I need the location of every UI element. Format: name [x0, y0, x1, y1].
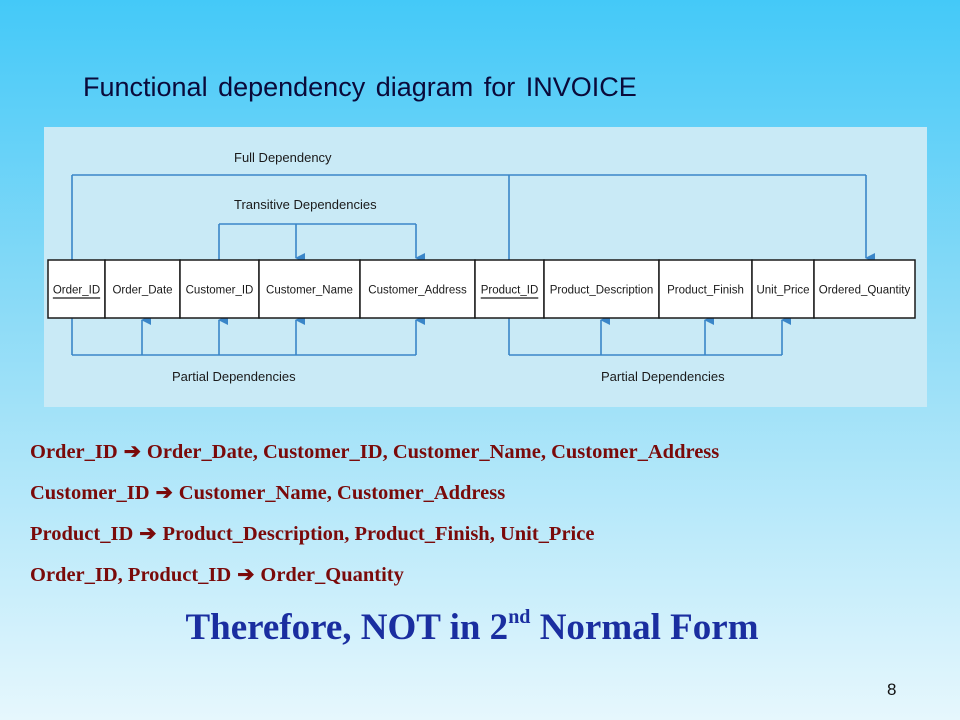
- full-dependency-label: Full Dependency: [234, 150, 332, 165]
- right-arrow-icon: ➔: [139, 523, 157, 545]
- determinant: Customer_ID: [30, 482, 150, 504]
- attribute-label-unit-price: Unit_Price: [756, 285, 809, 297]
- transitive-dependencies-label: Transitive Dependencies: [234, 197, 377, 212]
- conclusion-text-end: Normal Form: [530, 607, 759, 648]
- dependency-line-3: Product_ID➔Product_Description, Product_…: [30, 522, 950, 563]
- attribute-label-product-finish: Product_Finish: [667, 285, 744, 297]
- determinant: Product_ID: [30, 523, 134, 545]
- attribute-cell-product-finish: [658, 259, 753, 319]
- attribute-label-ordered-quantity: Ordered_Quantity: [819, 285, 911, 297]
- dependents: Order_Date, Customer_ID, Customer_Name, …: [146, 441, 720, 463]
- dependents: Customer_Name, Customer_Address: [178, 482, 506, 504]
- attribute-cell-order-date: [104, 259, 181, 319]
- determinant: Order_ID, Product_ID: [30, 564, 232, 586]
- attribute-label-order-id: Order_ID: [53, 285, 100, 297]
- attribute-cell-order-id: [47, 259, 106, 319]
- attribute-label-customer-name: Customer_Name: [266, 285, 353, 297]
- diagram-canvas: Order_ID Order_Date Customer_ID Customer_Na…: [47, 150, 916, 384]
- attribute-cell-ordered-quantity: [813, 259, 916, 319]
- attribute-label-order-date: Order_Date: [112, 285, 172, 297]
- right-arrow-icon: ➔: [155, 482, 173, 504]
- attribute-label-customer-address: Customer_Address: [368, 285, 467, 297]
- partial-dependencies-left-label: Partial Dependencies: [172, 369, 296, 384]
- slide-title: Functional dependency diagram for INVOIC…: [83, 72, 637, 102]
- attribute-cell-product-id: [474, 259, 545, 319]
- page-number: 8: [887, 680, 897, 699]
- attribute-cell-unit-price: [751, 259, 815, 319]
- attribute-label-product-id: Product_ID: [481, 285, 539, 297]
- attribute-cell-customer-id: [179, 259, 260, 319]
- conclusion-superscript: nd: [508, 606, 531, 628]
- determinant: Order_ID: [30, 441, 118, 463]
- right-arrow-icon: ➔: [123, 441, 141, 463]
- dependency-line-2: Customer_ID➔Customer_Name, Customer_Addr…: [30, 481, 950, 522]
- attribute-label-customer-id: Customer_ID: [186, 285, 254, 297]
- dependency-list: Order_ID➔Order_Date, Customer_ID, Custom…: [30, 440, 950, 604]
- dependency-lines: [71, 174, 875, 356]
- partial-dependencies-right-label: Partial Dependencies: [601, 369, 725, 384]
- dependency-line-1: Order_ID➔Order_Date, Customer_ID, Custom…: [30, 440, 950, 481]
- conclusion-heading: Therefore, NOT in 2nd Normal Form: [0, 606, 944, 649]
- dependency-diagram: Order_ID Order_Date Customer_ID Customer_Na…: [44, 127, 927, 407]
- attribute-label-product-description: Product_Description: [550, 285, 654, 297]
- conclusion-text: Therefore, NOT in 2: [185, 607, 509, 648]
- right-arrow-icon: ➔: [237, 564, 255, 586]
- dependents: Order_Quantity: [260, 564, 404, 586]
- dependency-line-4: Order_ID, Product_ID➔Order_Quantity: [30, 563, 950, 604]
- attribute-row: Order_ID Order_Date Customer_ID Customer_Na…: [47, 259, 916, 319]
- dependents: Product_Description, Product_Finish, Uni…: [162, 523, 595, 545]
